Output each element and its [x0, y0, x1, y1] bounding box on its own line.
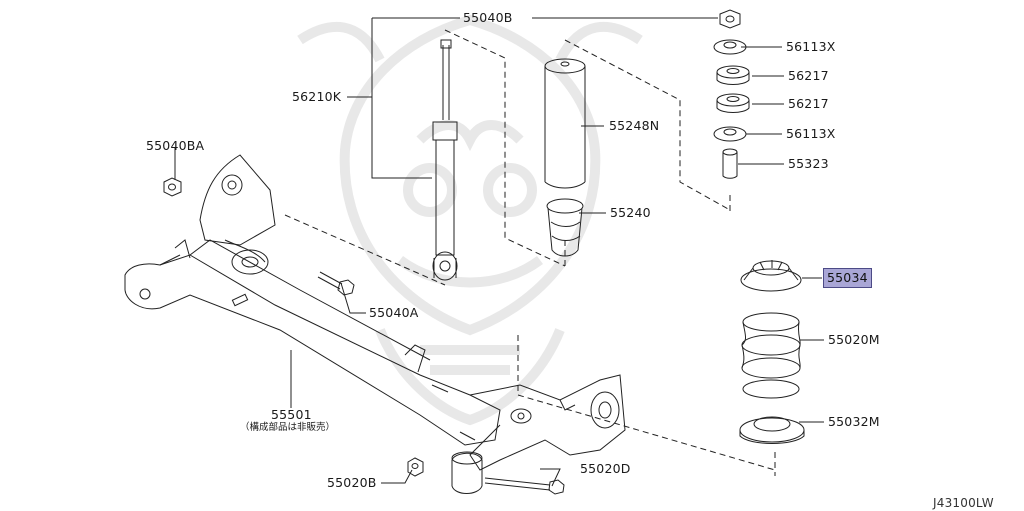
part-label-55323[interactable]: 55323 [788, 156, 829, 171]
nut-55020B[interactable] [407, 457, 424, 477]
part-note-55501: （構成部品は非販売） [240, 422, 336, 433]
part-label-55040BA[interactable]: 55040BA [146, 138, 205, 153]
upper-washer[interactable] [713, 39, 747, 55]
part-label-56217-a[interactable]: 56217 [788, 68, 829, 83]
bolt-55020D[interactable] [484, 477, 565, 495]
nut-55040BA[interactable] [163, 177, 182, 197]
lower-bushing[interactable] [716, 93, 750, 113]
part-label-55020M[interactable]: 55020M [828, 332, 880, 347]
part-label-56217-b[interactable]: 56217 [788, 96, 829, 111]
rear-axle-beam[interactable] [124, 154, 626, 471]
shock-absorber[interactable] [432, 39, 458, 281]
coil-spring[interactable] [741, 312, 801, 399]
part-label-55040B[interactable]: 55040B [463, 10, 513, 25]
bump-stop[interactable] [546, 198, 584, 257]
part-label-56210K[interactable]: 56210K [292, 89, 342, 104]
lower-spring-seat[interactable] [739, 416, 805, 444]
part-label-55020B[interactable]: 55020B [327, 475, 377, 490]
part-label-55248N[interactable]: 55248N [609, 118, 660, 133]
diagram-code: J43100LW [933, 496, 994, 510]
dust-boot[interactable] [544, 58, 586, 189]
part-label-55501[interactable]: 55501 [271, 407, 312, 422]
upper-bushing[interactable] [716, 65, 750, 85]
part-label-55034-selected[interactable]: 55034 [823, 268, 872, 288]
part-label-55240[interactable]: 55240 [610, 205, 651, 220]
part-label-55020D[interactable]: 55020D [580, 461, 631, 476]
top-nut[interactable] [719, 9, 741, 29]
collar[interactable] [722, 148, 738, 179]
assembly-dashed-lines [284, 29, 776, 476]
part-label-55032M[interactable]: 55032M [828, 414, 880, 429]
part-label-55040A[interactable]: 55040A [369, 305, 419, 320]
upper-spring-seat[interactable] [740, 260, 802, 292]
watermark-emblem [297, 14, 643, 426]
part-label-56113X-top[interactable]: 56113X [786, 39, 836, 54]
leader-lines [174, 17, 824, 487]
lower-washer[interactable] [713, 126, 747, 142]
bolt-55040A[interactable] [317, 271, 355, 296]
part-label-56113X-bottom[interactable]: 56113X [786, 126, 836, 141]
axle-bushing[interactable] [451, 451, 483, 494]
